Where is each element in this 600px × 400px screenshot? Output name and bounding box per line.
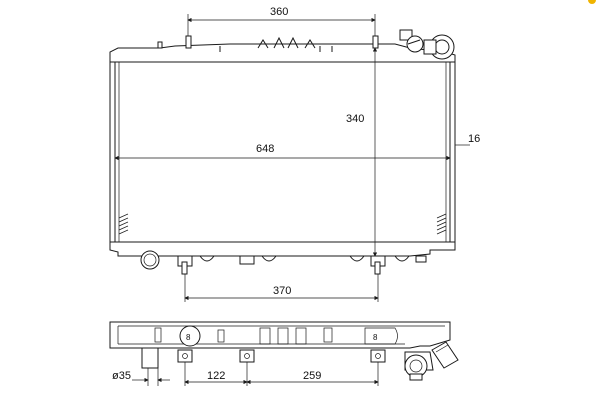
bottom-tank-bumps xyxy=(199,255,427,263)
bottom-mounting-studs xyxy=(177,255,386,275)
top-mounting-studs xyxy=(157,35,379,49)
filler-cap xyxy=(399,29,455,60)
bottom-dimension-lines xyxy=(132,362,379,386)
svg-text:8: 8 xyxy=(186,333,191,342)
dim-pipe-diameter: ø35 xyxy=(112,370,131,382)
svg-text:8: 8 xyxy=(373,333,378,342)
front-view xyxy=(109,29,456,275)
bottom-view-tank xyxy=(109,321,451,349)
bottom-tank xyxy=(109,241,456,257)
top-tank-tabs xyxy=(219,36,333,52)
dim-top-width: 360 xyxy=(270,6,288,18)
dim-offset-b: 259 xyxy=(303,370,321,382)
outlet-pipe xyxy=(140,250,160,270)
corner-accent-mark xyxy=(588,0,596,4)
core-hatch-right xyxy=(436,213,447,235)
radiator-core xyxy=(114,61,451,243)
dim-height: 340 xyxy=(346,113,364,125)
bottom-view-filler xyxy=(404,341,459,381)
top-tank xyxy=(109,43,456,63)
bottom-view: 8 8 xyxy=(109,321,459,381)
dim-bottom-span: 370 xyxy=(273,285,291,297)
core-hatch-left xyxy=(118,213,129,235)
dim-thickness: 16 xyxy=(468,133,480,145)
dim-offset-a: 122 xyxy=(207,370,225,382)
dim-core-width: 648 xyxy=(256,143,274,155)
dimension-lines xyxy=(114,14,470,302)
